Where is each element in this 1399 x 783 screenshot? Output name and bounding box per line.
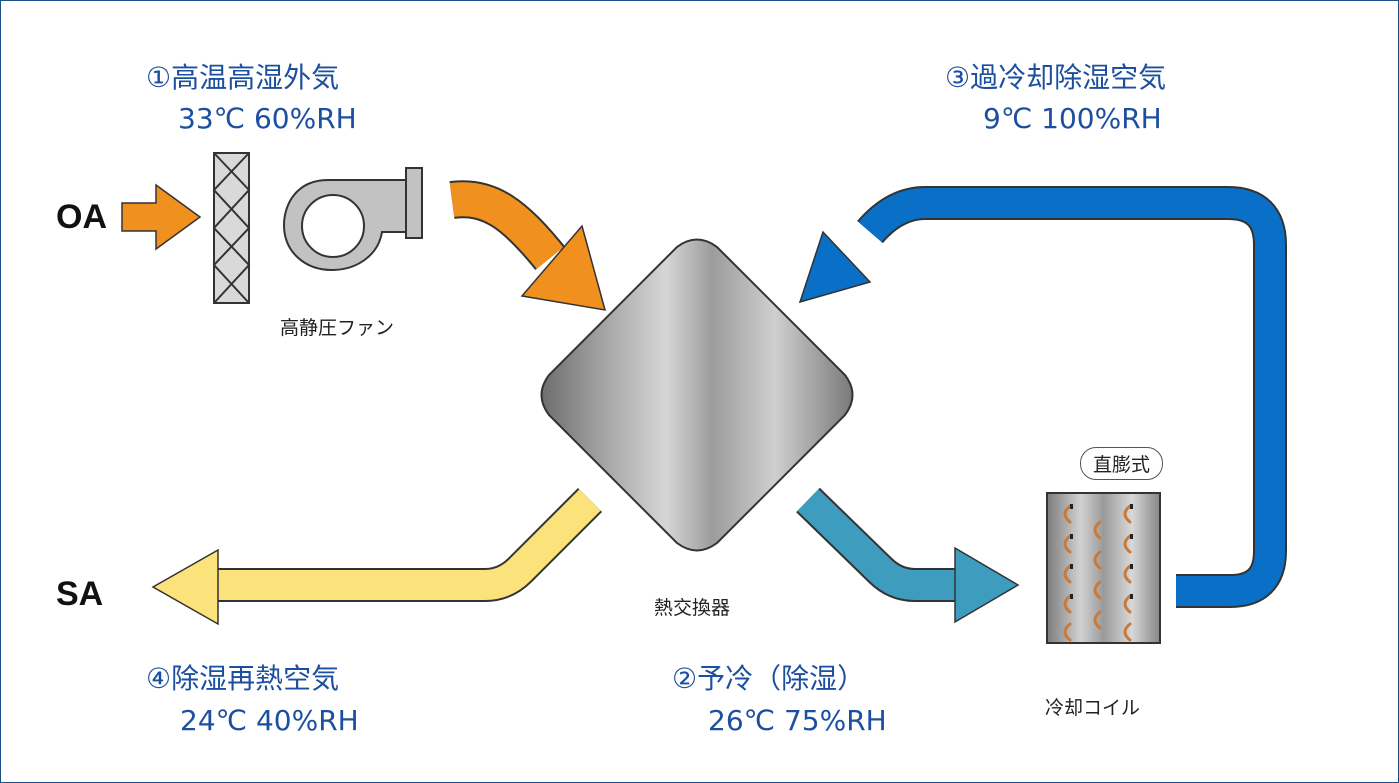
stage2-title: ②予冷（除湿）	[672, 662, 866, 695]
stage3-condition: 9℃ 100%RH	[983, 102, 1162, 135]
stage1-condition: 33℃ 60%RH	[178, 102, 357, 135]
heat-exchanger-caption: 熱交換器	[654, 597, 731, 619]
cooling-coil-caption: 冷却コイル	[1045, 697, 1141, 719]
stage2-condition: 26℃ 75%RH	[708, 704, 887, 737]
sa-label: SA	[56, 575, 104, 613]
direct-expansion-badge: 直膨式	[1080, 447, 1164, 480]
heat-exchanger	[540, 238, 854, 552]
outside-air-arrow	[449, 180, 607, 311]
oa-label: OA	[56, 198, 107, 236]
precool-arrow	[796, 487, 1020, 624]
air-filter	[212, 152, 251, 304]
reheat-air-arrow	[151, 487, 603, 626]
subcooled-air-arrow	[798, 186, 1287, 608]
stage4-title: ④除湿再熱空気	[146, 662, 340, 695]
fan-caption: 高静圧ファン	[280, 317, 395, 339]
stage1-title: ①高温高湿外気	[146, 61, 340, 94]
oa-inlet-arrow	[121, 183, 202, 251]
high-static-pressure-fan	[282, 167, 423, 272]
stage4-condition: 24℃ 40%RH	[180, 704, 359, 737]
cooling-coil	[1046, 492, 1161, 644]
stage3-title: ③過冷却除湿空気	[945, 61, 1167, 94]
